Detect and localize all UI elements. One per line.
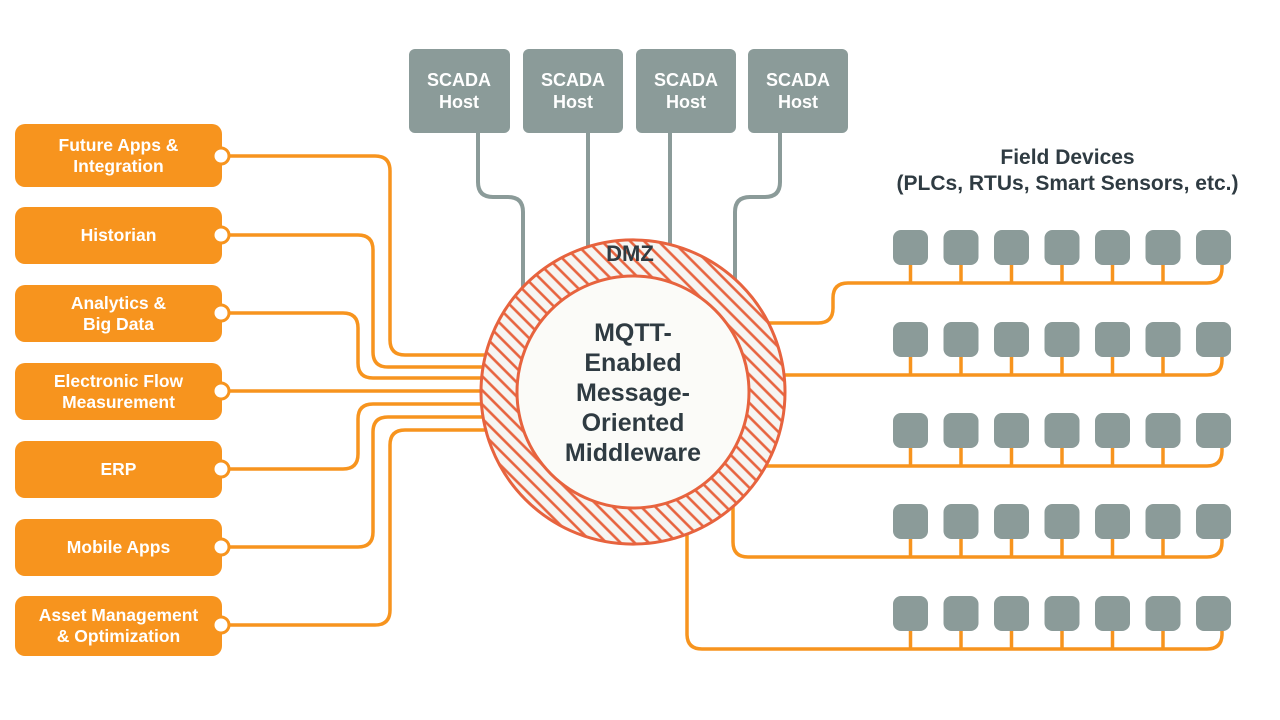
connector-dot: [211, 459, 231, 479]
link-asset-mgmt: [219, 428, 587, 627]
link-analytics: [219, 311, 587, 380]
connector-dot: [211, 537, 231, 557]
field-device-square: [1095, 230, 1130, 265]
bus-row-1: [698, 263, 1224, 325]
connector-dot: [211, 225, 231, 245]
connector-dot: [211, 615, 231, 635]
app-box-future-apps: [15, 124, 222, 187]
app-boxes: [15, 124, 222, 656]
connector-dot: [211, 146, 231, 166]
field-device-square: [1145, 230, 1181, 265]
field-device-square: [994, 322, 1029, 357]
bus-row-5: [685, 493, 1224, 651]
app-box-erp: [15, 441, 222, 498]
field-device-square: [994, 230, 1029, 265]
scada-box-4: [748, 49, 848, 133]
field-device-square: [893, 504, 928, 539]
dmz-hatched-ring: [479, 238, 787, 546]
field-device-square: [1196, 322, 1231, 357]
field-device-square: [994, 413, 1029, 448]
app-box-analytics: [15, 285, 222, 342]
bus-row-2: [658, 355, 1224, 377]
link-scada-1: [476, 131, 525, 312]
scada-box-1: [409, 49, 510, 133]
field-device-square: [1196, 230, 1231, 265]
app-box-efm: [15, 363, 222, 420]
bus-row-4: [731, 448, 1224, 559]
broker-inner-circle: [517, 276, 749, 508]
field-device-square: [1196, 413, 1231, 448]
field-device-square: [1044, 230, 1080, 265]
field-device-square: [1095, 504, 1130, 539]
link-historian: [219, 233, 587, 369]
field-device-square: [1044, 504, 1080, 539]
field-device-square: [943, 504, 979, 539]
field-device-square: [943, 413, 979, 448]
scada-boxes: [409, 49, 848, 133]
app-box-asset-mgmt: [15, 596, 222, 656]
field-device-square: [994, 596, 1029, 631]
app-box-historian: [15, 207, 222, 264]
app-link-lines: [219, 154, 587, 627]
field-device-square: [893, 322, 928, 357]
field-device-square: [1095, 596, 1130, 631]
field-device-square: [893, 596, 928, 631]
bus-row-3: [658, 446, 1224, 468]
field-device-square: [1196, 504, 1231, 539]
field-device-square: [1044, 413, 1080, 448]
link-future-apps: [219, 154, 587, 357]
field-device-square: [1145, 504, 1181, 539]
link-mobile-apps: [219, 415, 587, 549]
field-device-square: [943, 322, 979, 357]
scada-box-2: [523, 49, 623, 133]
link-erp: [219, 402, 587, 471]
app-connector-dots: [211, 146, 231, 635]
field-device-square: [1044, 596, 1080, 631]
field-device-square: [1095, 322, 1130, 357]
field-device-square: [893, 230, 928, 265]
connector-dot: [211, 381, 231, 401]
field-device-square: [1145, 413, 1181, 448]
field-device-square: [1145, 322, 1181, 357]
field-device-square: [1196, 596, 1231, 631]
field-device-square: [1044, 322, 1080, 357]
connector-dot: [211, 303, 231, 323]
link-scada-4: [733, 131, 782, 307]
app-box-mobile-apps: [15, 519, 222, 576]
field-device-square: [943, 596, 979, 631]
field-device-square: [943, 230, 979, 265]
scada-box-3: [636, 49, 736, 133]
field-device-square: [1095, 413, 1130, 448]
field-bus-lines: [658, 263, 1224, 651]
field-device-square: [1145, 596, 1181, 631]
field-device-square: [893, 413, 928, 448]
field-device-grid: [893, 230, 1231, 649]
field-device-square: [994, 504, 1029, 539]
